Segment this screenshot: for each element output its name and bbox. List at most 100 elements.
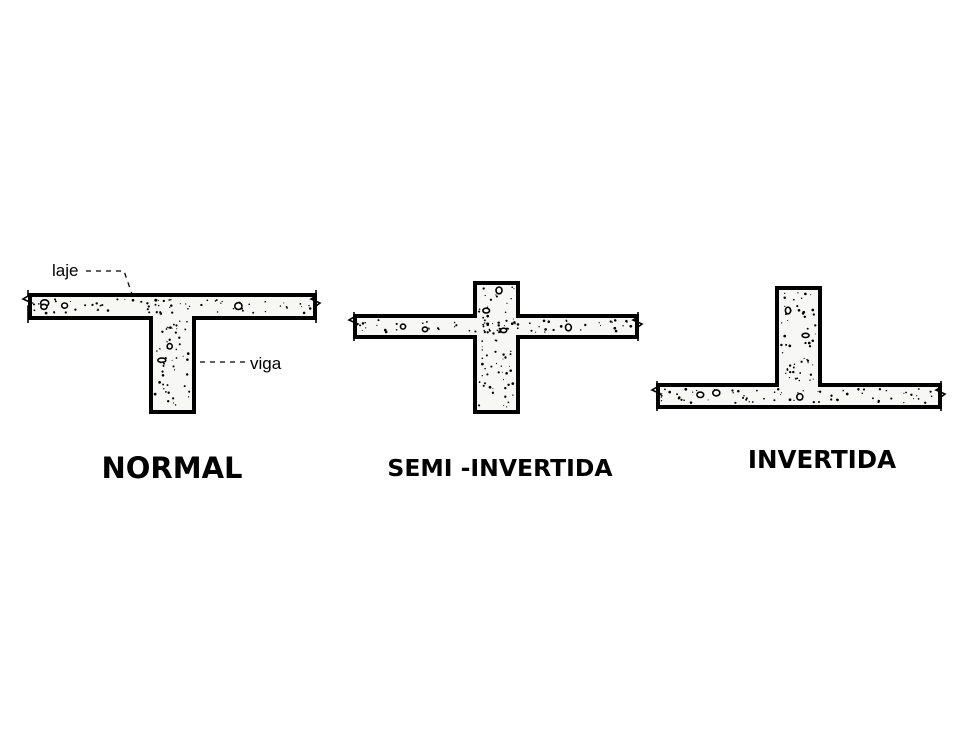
concrete-grain xyxy=(804,292,807,296)
semi-invertida-beam-outline xyxy=(353,281,639,414)
concrete-grain xyxy=(64,311,67,314)
concrete-grain xyxy=(510,298,512,300)
concrete-grain xyxy=(785,343,788,346)
concrete-grain xyxy=(488,329,491,332)
concrete-grain xyxy=(99,304,102,307)
concrete-grain xyxy=(497,324,500,327)
concrete-grain xyxy=(106,309,110,312)
concrete-grain xyxy=(97,308,99,310)
concrete-grain xyxy=(660,400,663,402)
concrete-grain xyxy=(172,365,175,368)
concrete-grain xyxy=(806,327,809,330)
aggregate-pebble xyxy=(784,306,792,315)
concrete-grain xyxy=(482,287,485,290)
concrete-grain xyxy=(819,390,822,393)
concrete-grain xyxy=(871,397,874,400)
concrete-grain xyxy=(95,302,98,305)
invertida-beam-outline xyxy=(656,286,942,409)
concrete-grain xyxy=(169,306,171,308)
concrete-grain xyxy=(748,401,750,403)
concrete-grain xyxy=(166,341,168,343)
concrete-grain xyxy=(677,397,680,400)
concrete-grain xyxy=(808,345,812,348)
concrete-grain xyxy=(783,296,786,300)
concrete-grain xyxy=(516,327,519,330)
concrete-grain xyxy=(428,328,430,330)
aggregate-pebble xyxy=(40,303,48,311)
concrete-grain xyxy=(784,305,786,308)
concrete-grain xyxy=(664,388,666,391)
concrete-grain xyxy=(504,386,507,390)
concrete-grain xyxy=(802,310,806,314)
concrete-grain xyxy=(513,288,515,290)
concrete-grain xyxy=(264,310,267,313)
concrete-grain xyxy=(817,391,819,393)
concrete-grain xyxy=(364,322,367,324)
concrete-grain xyxy=(626,321,628,323)
concrete-grain xyxy=(162,364,165,367)
aggregate-pebble xyxy=(564,323,573,332)
concrete-grain xyxy=(500,365,502,367)
concrete-grain xyxy=(174,404,177,406)
concrete-grain xyxy=(734,401,737,404)
aggregate-pebble xyxy=(696,391,705,399)
concrete-grain xyxy=(162,299,166,303)
aggregate-pebble xyxy=(495,286,503,295)
concrete-grain xyxy=(660,396,662,398)
concrete-grain xyxy=(437,327,439,330)
invertida-caption: INVERTIDA xyxy=(748,445,896,474)
concrete-grain xyxy=(504,311,507,314)
concrete-grain xyxy=(559,325,563,328)
concrete-grain xyxy=(248,303,251,306)
concrete-grain xyxy=(188,390,191,393)
concrete-grain xyxy=(161,370,164,373)
concrete-grain xyxy=(485,354,488,357)
concrete-grain xyxy=(668,390,672,394)
concrete-grain xyxy=(811,308,815,312)
concrete-grain xyxy=(478,381,481,383)
concrete-grain xyxy=(492,323,494,325)
concrete-grain xyxy=(812,313,815,316)
concrete-grain xyxy=(501,371,503,373)
invertida-break-left xyxy=(650,381,663,411)
concrete-grain xyxy=(158,381,161,384)
concrete-grain xyxy=(544,328,547,331)
concrete-grain xyxy=(814,324,817,327)
normal-concrete-texture xyxy=(32,298,312,406)
concrete-grain xyxy=(798,379,801,382)
concrete-grain xyxy=(495,294,497,296)
aggregate-pebble xyxy=(795,392,804,401)
concrete-grain xyxy=(147,305,150,308)
concrete-grain xyxy=(486,331,489,334)
concrete-grain xyxy=(264,300,267,303)
concrete-grain xyxy=(917,398,920,400)
concrete-grain xyxy=(484,294,486,297)
concrete-grain xyxy=(214,300,217,302)
concrete-grain xyxy=(797,292,799,294)
concrete-grain xyxy=(170,299,172,301)
concrete-grain xyxy=(183,385,186,388)
concrete-grain xyxy=(69,301,71,302)
concrete-grain xyxy=(164,390,167,393)
concrete-grain xyxy=(505,372,508,375)
concrete-grain xyxy=(793,399,795,402)
concrete-grain xyxy=(172,397,175,400)
concrete-grain xyxy=(159,312,163,315)
slab-leader-line xyxy=(86,270,134,298)
concrete-grain xyxy=(862,388,866,391)
concrete-grain xyxy=(167,327,170,329)
concrete-grain xyxy=(153,392,157,396)
concrete-grain xyxy=(788,376,791,379)
concrete-grain xyxy=(503,405,505,406)
concrete-grain xyxy=(101,304,104,306)
concrete-grain xyxy=(903,392,905,394)
concrete-grain xyxy=(763,397,765,400)
concrete-grain xyxy=(502,358,504,360)
concrete-grain xyxy=(781,322,783,324)
concrete-grain xyxy=(486,373,489,376)
concrete-grain xyxy=(481,340,484,342)
concrete-grain xyxy=(613,319,617,322)
concrete-grain xyxy=(792,370,795,374)
concrete-grain xyxy=(565,320,568,322)
concrete-grain xyxy=(689,401,693,404)
